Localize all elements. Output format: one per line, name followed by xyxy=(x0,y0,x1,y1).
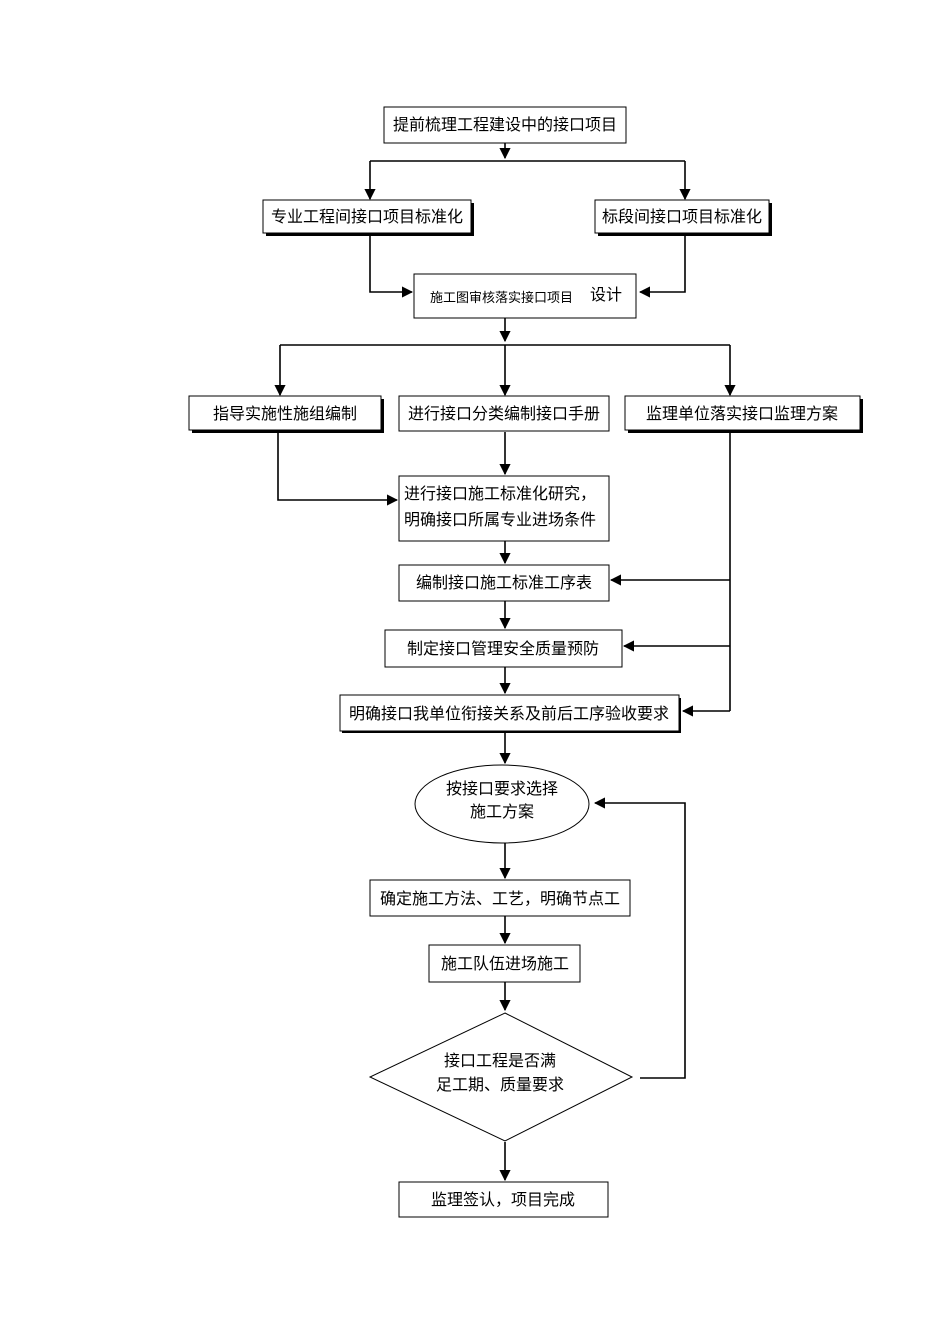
node-n12: 接口工程是否满 足工期、质量要求 xyxy=(368,1012,634,1142)
node-n5-label-line2: 明确接口所属专业进场条件 xyxy=(404,510,596,529)
node-n11: 施工队伍进场施工 xyxy=(428,944,581,983)
node-n4b-label: 进行接口分类编制接口手册 xyxy=(408,404,600,423)
node-n5: 进行接口施工标准化研究， 明确接口所属专业进场条件 xyxy=(398,475,610,542)
node-n9: 按接口要求选择 施工方案 xyxy=(414,764,590,844)
node-n2a: 专业工程间接口项目标准化 xyxy=(262,199,474,236)
node-n4a-label: 指导实施性施组编制 xyxy=(213,404,357,423)
node-n8-label: 明确接口我单位衔接关系及前后工序验收要求 xyxy=(349,704,669,723)
node-n3-label-part1: 施工图审核落实接口项目 xyxy=(430,290,573,306)
node-n2b: 标段间接口项目标准化 xyxy=(594,199,772,236)
connectors xyxy=(274,143,736,1182)
node-n4c-label: 监理单位落实接口监理方案 xyxy=(646,404,838,423)
node-n4a: 指导实施性施组编制 xyxy=(188,395,384,433)
arrow-n2a-n3 xyxy=(369,235,414,298)
node-n10: 确定施工方法、工艺，明确节点工 xyxy=(369,879,631,917)
node-n13: 监理签认，项目完成 xyxy=(398,1181,609,1218)
node-n8: 明确接口我单位衔接关系及前后工序验收要求 xyxy=(339,694,681,733)
node-n1-label: 提前梳理工程建设中的接口项目 xyxy=(393,115,617,134)
node-n7-label: 制定接口管理安全质量预防 xyxy=(407,639,599,658)
node-n1: 提前梳理工程建设中的接口项目 xyxy=(383,106,627,144)
node-n12-label-line1: 接口工程是否满 xyxy=(444,1051,556,1070)
node-n3-label-part2: 设计 xyxy=(590,285,622,304)
node-n4c: 监理单位落实接口监理方案 xyxy=(624,395,863,433)
node-n10-label: 确定施工方法、工艺，明确节点工 xyxy=(380,889,620,908)
arrow-loop-back xyxy=(593,797,686,1079)
node-n2a-label: 专业工程间接口项目标准化 xyxy=(271,207,463,226)
arrow-n4a-n5 xyxy=(277,432,399,506)
node-n12-label-line2: 足工期、质量要求 xyxy=(436,1075,564,1094)
node-n7: 制定接口管理安全质量预防 xyxy=(384,629,623,668)
node-n3: 施工图审核落实接口项目 设计 xyxy=(413,273,637,319)
node-n5-label-line1: 进行接口施工标准化研究， xyxy=(404,484,596,503)
node-n11-label: 施工队伍进场施工 xyxy=(441,954,569,973)
node-n9-label-line1: 按接口要求选择 xyxy=(446,779,558,798)
node-n9-label-line2: 施工方案 xyxy=(470,802,534,821)
node-n6: 编制接口施工标准工序表 xyxy=(398,564,610,602)
arrow-n2b-n3 xyxy=(638,236,686,298)
node-n4b: 进行接口分类编制接口手册 xyxy=(398,395,610,432)
node-n6-label: 编制接口施工标准工序表 xyxy=(416,573,592,592)
node-n13-label: 监理签认，项目完成 xyxy=(431,1190,575,1209)
node-n2b-label: 标段间接口项目标准化 xyxy=(602,207,762,226)
